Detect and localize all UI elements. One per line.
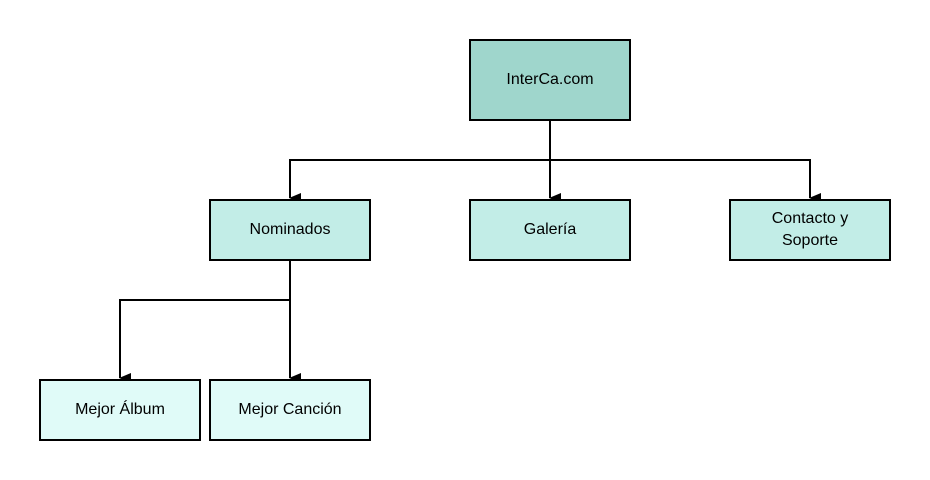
node-mejor-album-label: Mejor Álbum bbox=[75, 401, 165, 418]
node-root: InterCa.com bbox=[469, 39, 631, 121]
node-contacto-label: Contacto y Soporte bbox=[771, 210, 849, 249]
node-mejor-album: Mejor Álbum bbox=[39, 379, 201, 441]
node-nominados: Nominados bbox=[209, 199, 371, 261]
node-nominados-label: Nominados bbox=[249, 221, 331, 238]
node-galeria-label: Galería bbox=[523, 221, 577, 238]
node-galeria: Galería bbox=[469, 199, 631, 261]
node-mejor-cancion: Mejor Canción bbox=[209, 379, 371, 441]
node-contacto: Contacto y Soporte bbox=[729, 199, 891, 261]
node-root-label: InterCa.com bbox=[506, 71, 594, 88]
node-mejor-cancion-label: Mejor Canción bbox=[238, 401, 342, 418]
